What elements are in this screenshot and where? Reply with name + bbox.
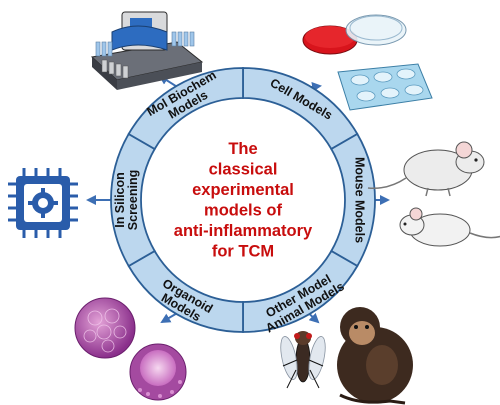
segment-label-line: Mouse Models [353, 157, 367, 243]
ring-segment-mol-biochem-models [127, 67, 244, 151]
cpu-chip-icon [8, 168, 78, 238]
fruit-fly-and-chimpanzee-icon [280, 307, 413, 405]
center-title-line: The [228, 140, 257, 158]
center-title-line: experimental [192, 181, 294, 199]
center-title-line: models of [204, 201, 282, 219]
mouse-icon [367, 141, 500, 247]
segment-label-line: In Silicon [113, 172, 127, 228]
center-title-line: anti-inflammatory [174, 222, 313, 240]
segment-label-mouse-models: Mouse Models [353, 157, 367, 243]
segment-label-line: Screening [126, 170, 140, 230]
laboratory-analyzer-icon [90, 11, 204, 90]
organoid-icon [74, 297, 187, 401]
petri-dish-and-well-plate-icon [302, 14, 433, 111]
center-title-line: for TCM [212, 242, 274, 260]
center-title-line: classical [209, 160, 278, 178]
center-title: The classical experimental models of anti-in… [174, 140, 313, 261]
